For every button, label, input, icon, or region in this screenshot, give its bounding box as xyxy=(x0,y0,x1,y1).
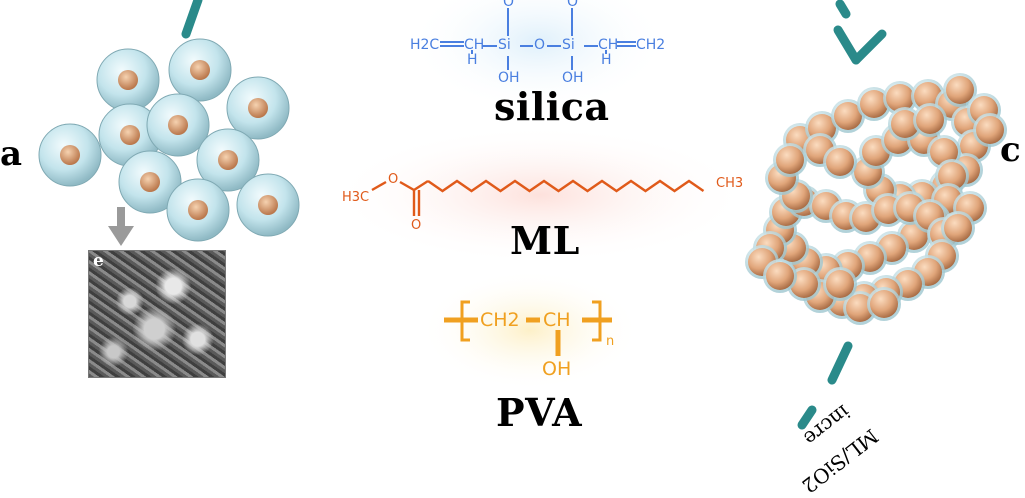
capsule-core xyxy=(140,172,160,192)
silica-title: silica xyxy=(494,84,610,129)
pva-ch: CH xyxy=(543,309,571,331)
panel-label-e: e xyxy=(93,251,104,271)
silica-o-top1: O xyxy=(503,0,515,10)
bead-core xyxy=(914,82,942,110)
silica-ch2: CH2 xyxy=(636,37,666,53)
teal-arrow-top-right xyxy=(833,0,887,65)
ml-h3c: H3C xyxy=(342,190,370,205)
bead-core xyxy=(976,116,1004,144)
bead-core xyxy=(766,262,794,290)
silica-ch-right: CH xyxy=(598,37,619,53)
capsule-core xyxy=(190,60,210,80)
bead-core xyxy=(860,90,888,118)
capsule-cluster-a xyxy=(38,0,300,246)
capsule-core xyxy=(188,200,208,220)
pva-structure xyxy=(444,300,612,356)
down-arrow-icon xyxy=(108,207,134,246)
teal-arrow-stroke-top xyxy=(181,0,203,39)
pva-ch2: CH2 xyxy=(480,309,520,331)
bead-core xyxy=(944,214,972,242)
capsule-chain-c xyxy=(745,73,1007,325)
bead-core xyxy=(938,162,966,190)
bead-core xyxy=(776,146,804,174)
bead-core xyxy=(790,270,818,298)
capsule-core xyxy=(258,195,278,215)
silica-oh1: OH xyxy=(498,70,520,86)
capsule-core xyxy=(248,98,268,118)
silica-h2c: H2C xyxy=(410,37,440,53)
bead-core xyxy=(870,290,898,318)
ml-o-ester: O xyxy=(388,172,399,187)
panel-label-a: a xyxy=(0,134,23,174)
bead-core xyxy=(891,110,919,138)
bead-core xyxy=(916,106,944,134)
ml-structure xyxy=(371,179,705,216)
bead-core xyxy=(846,294,874,322)
bead-core xyxy=(826,148,854,176)
capsule-core xyxy=(218,150,238,170)
bead-core xyxy=(946,76,974,104)
teal-arrow-bottom xyxy=(797,341,853,430)
silica-ch-left: CH xyxy=(464,37,485,53)
ml-title: ML xyxy=(510,218,580,263)
bead-core xyxy=(930,138,958,166)
pva-oh: OH xyxy=(542,358,572,380)
silica-si1: Si xyxy=(498,37,511,53)
bead-core xyxy=(886,84,914,112)
silica-o-top2: O xyxy=(567,0,579,10)
silica-si2: Si xyxy=(562,37,575,53)
ml-o-carbonyl: O xyxy=(411,218,422,233)
sem-image: e xyxy=(88,250,226,378)
pva-title: PVA xyxy=(496,390,583,435)
panel-label-c: c xyxy=(1000,130,1021,170)
ml-ch3: CH3 xyxy=(716,176,744,191)
silica-structure xyxy=(440,8,636,70)
bead-core xyxy=(834,102,862,130)
silica-h-left: H xyxy=(467,52,478,68)
silica-h-right: H xyxy=(601,52,612,68)
silica-oh2: OH xyxy=(562,70,584,86)
capsule-core xyxy=(120,125,140,145)
structures xyxy=(330,0,887,430)
silica-o-mid: O xyxy=(534,37,546,53)
capsule-core xyxy=(60,145,80,165)
bead-core xyxy=(826,270,854,298)
capsule-core xyxy=(118,70,138,90)
pva-n: n xyxy=(606,334,615,349)
capsule-core xyxy=(168,115,188,135)
